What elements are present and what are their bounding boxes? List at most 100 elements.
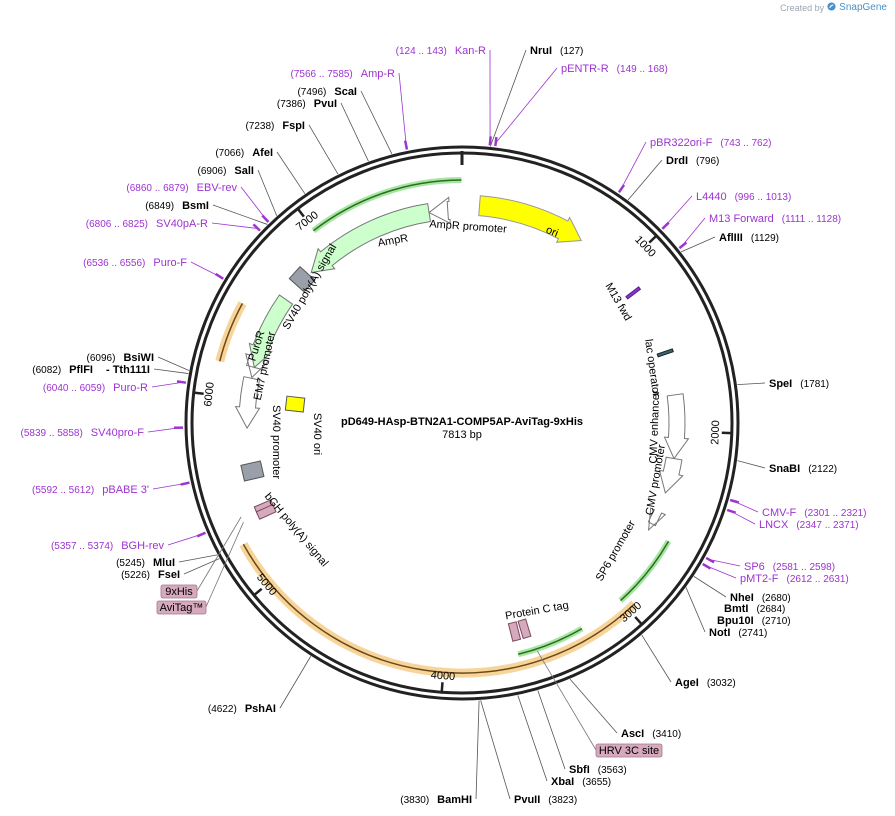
primer-lncx[interactable]: LNCX(2347 .. 2371)	[759, 519, 859, 531]
primer-leader-ebv-rev	[240, 186, 267, 221]
enzyme-name: SbfI	[569, 764, 590, 776]
tag-box	[160, 584, 198, 599]
primer-name: SP6	[744, 561, 765, 573]
enzyme-site-pshai[interactable]: (4622)PshAI	[208, 703, 276, 715]
tag-leader-hrv-3c-site	[536, 650, 597, 751]
primer-position: (1111 .. 1128)	[782, 214, 841, 225]
enzyme-name: BsiWI	[123, 352, 154, 364]
primer-name: M13 Forward	[709, 213, 774, 225]
svg-text:CMV-F(2301 .. 2321): CMV-F(2301 .. 2321)	[762, 507, 867, 519]
enzyme-site-pvuii[interactable]: PvuII(3823)	[514, 794, 577, 806]
tag-9xhis[interactable]: 9xHis	[160, 584, 198, 599]
svg-text:(6806 .. 6825)SV40pA-R: (6806 .. 6825)SV40pA-R	[86, 218, 208, 230]
enzyme-name: AgeI	[675, 677, 699, 689]
enzyme-site-sbfi[interactable]: SbfI (3563)	[569, 764, 627, 776]
insert-orf-band	[239, 542, 638, 678]
primer-sv40pa-r[interactable]: (6806 .. 6825)SV40pA-R	[86, 218, 208, 230]
primer-l4440[interactable]: L4440(996 .. 1013)	[696, 191, 791, 203]
sv40-polya-label: SV40 poly(A) signal	[281, 242, 340, 332]
enzyme-site-snabi[interactable]: SnaBI(2122)	[769, 463, 837, 475]
enzyme-position: (3563)	[598, 765, 627, 776]
svg-text:SP6(2581 .. 2598): SP6(2581 .. 2598)	[744, 561, 835, 573]
enzyme-position: (6096)	[87, 353, 116, 364]
enzyme-name: FseI	[158, 569, 180, 581]
svg-text:(5226)FseI: (5226)FseI	[121, 569, 180, 581]
tick-mark-6000	[193, 391, 204, 395]
enzyme-site-bsiwi[interactable]: (6096) BsiWI	[87, 352, 154, 364]
enzyme-name: SalI	[234, 165, 254, 177]
enzyme-leader-fsei	[183, 558, 220, 575]
primer-puro-r[interactable]: (6040 .. 6059)Puro-R	[43, 382, 148, 394]
tick-mark-7000	[296, 207, 305, 218]
enzyme-leader-scai	[360, 90, 393, 155]
primer-name: Puro-F	[153, 257, 187, 269]
enzyme-site-drdi[interactable]: DrdI(796)	[666, 155, 719, 167]
enzyme-site-fsei[interactable]: (5226)FseI	[121, 569, 180, 581]
svg-text:(7238)FspI: (7238)FspI	[245, 120, 305, 132]
primer-pbabe-3[interactable]: (5592 .. 5612)pBABE 3'	[32, 484, 149, 496]
primer-pentr-r[interactable]: pENTR-R(149 .. 168)	[561, 63, 668, 75]
enzyme-name: NheI	[730, 592, 754, 604]
primer-mark-pentr-r	[494, 136, 498, 147]
enzyme-site-nhei[interactable]: NheI(2680)	[730, 592, 791, 604]
primer-mark-m13-forward	[678, 241, 688, 250]
primer-position: (6536 .. 6556)	[83, 258, 145, 269]
enzyme-site-bmti[interactable]: BmtI(2684)	[724, 603, 785, 615]
enzyme-site-afliii[interactable]: AflIII(1129)	[719, 232, 779, 244]
enzyme-name: Bpu10I	[717, 615, 754, 627]
enzyme-site-pflfi[interactable]: (6082)PflFI	[32, 364, 93, 376]
enzyme-leader-bsiwi	[157, 356, 190, 371]
enzyme-site-bamhi[interactable]: (3830)BamHI	[400, 794, 472, 806]
primer-cmv-f[interactable]: CMV-F(2301 .. 2321)	[762, 507, 867, 519]
tag-avitag[interactable]: AviTag™	[156, 600, 207, 615]
primer-position: (2347 .. 2371)	[796, 520, 858, 531]
tick-label-4000: 4000	[430, 669, 455, 683]
primer-mark-sp6	[705, 556, 715, 564]
primer-position: (149 .. 168)	[617, 64, 668, 75]
primer-puro-f[interactable]: (6536 .. 6556) Puro-F	[83, 257, 187, 269]
snapgene-logo-icon	[827, 2, 836, 13]
primer-mark-puro-r	[176, 380, 187, 384]
svg-text:(3830)BamHI: (3830)BamHI	[400, 794, 472, 806]
enzyme-site-noti[interactable]: NotI(2741)	[709, 627, 767, 639]
enzyme-name: NotI	[709, 627, 730, 639]
enzyme-site-asci[interactable]: AscI(3410)	[621, 728, 681, 740]
enzyme-site-scai[interactable]: (7496)ScaI	[297, 86, 357, 98]
enzyme-site-sali[interactable]: (6906)SalI	[198, 165, 254, 177]
svg-text:pBR322ori-F(743 .. 762): pBR322ori-F(743 .. 762)	[650, 137, 772, 149]
primer-kan-r[interactable]: (124 .. 143)Kan-R	[396, 45, 486, 57]
tag-hrv-3c-site[interactable]: HRV 3C site	[595, 743, 663, 758]
svg-text:(6906)SalI: (6906)SalI	[198, 165, 254, 177]
enzyme-site-afei[interactable]: (7066)AfeI	[215, 147, 273, 159]
primer-sp6[interactable]: SP6(2581 .. 2598)	[744, 561, 835, 573]
enzyme-site-tth111i[interactable]: - Tth111I	[106, 364, 150, 376]
enzyme-site-bpu10i[interactable]: Bpu10I(2710)	[717, 615, 791, 627]
enzyme-name: - Tth111I	[106, 364, 150, 376]
puro-orf-band	[215, 301, 247, 363]
enzyme-leader-asci	[569, 678, 618, 734]
primer-name: pBR322ori-F	[650, 137, 713, 149]
primer-pbr322ori-f[interactable]: pBR322ori-F(743 .. 762)	[650, 137, 772, 149]
enzyme-site-agei[interactable]: AgeI(3032)	[675, 677, 736, 689]
primer-name: L4440	[696, 191, 727, 203]
enzyme-site-xbai[interactable]: XbaI(3655)	[551, 776, 611, 788]
enzyme-leader-mlui	[178, 554, 218, 563]
enzyme-site-spei[interactable]: SpeI(1781)	[769, 378, 829, 390]
enzyme-site-nrui[interactable]: NruI(127)	[530, 45, 583, 57]
primer-ebv-rev[interactable]: (6860 .. 6879)EBV-rev	[126, 182, 237, 194]
enzyme-site-bsmi[interactable]: (6849)BsmI	[145, 200, 209, 212]
primer-bgh-rev[interactable]: (5357 .. 5374)BGH-rev	[51, 540, 165, 552]
enzyme-site-fspi[interactable]: (7238)FspI	[245, 120, 305, 132]
enzyme-site-mlui[interactable]: (5245)MluI	[116, 557, 175, 569]
primer-name: SV40pA-R	[156, 218, 208, 230]
cterm-orf-band	[618, 539, 672, 603]
primer-name: Kan-R	[455, 45, 486, 57]
enzyme-name: PvuI	[314, 98, 337, 110]
sv40-ori-label: SV40 ori	[311, 413, 323, 455]
primer-m13-forward[interactable]: M13 Forward (1111 .. 1128)	[709, 213, 841, 225]
primer-pmt2-f[interactable]: pMT2-F(2612 .. 2631)	[740, 573, 849, 585]
primer-sv40pro-f[interactable]: (5839 .. 5858)SV40pro-F	[21, 427, 145, 439]
enzyme-site-pvui[interactable]: (7386)PvuI	[277, 98, 337, 110]
primer-amp-r[interactable]: (7566 .. 7585)Amp-R	[291, 68, 396, 80]
primer-name: Puro-R	[113, 382, 148, 394]
